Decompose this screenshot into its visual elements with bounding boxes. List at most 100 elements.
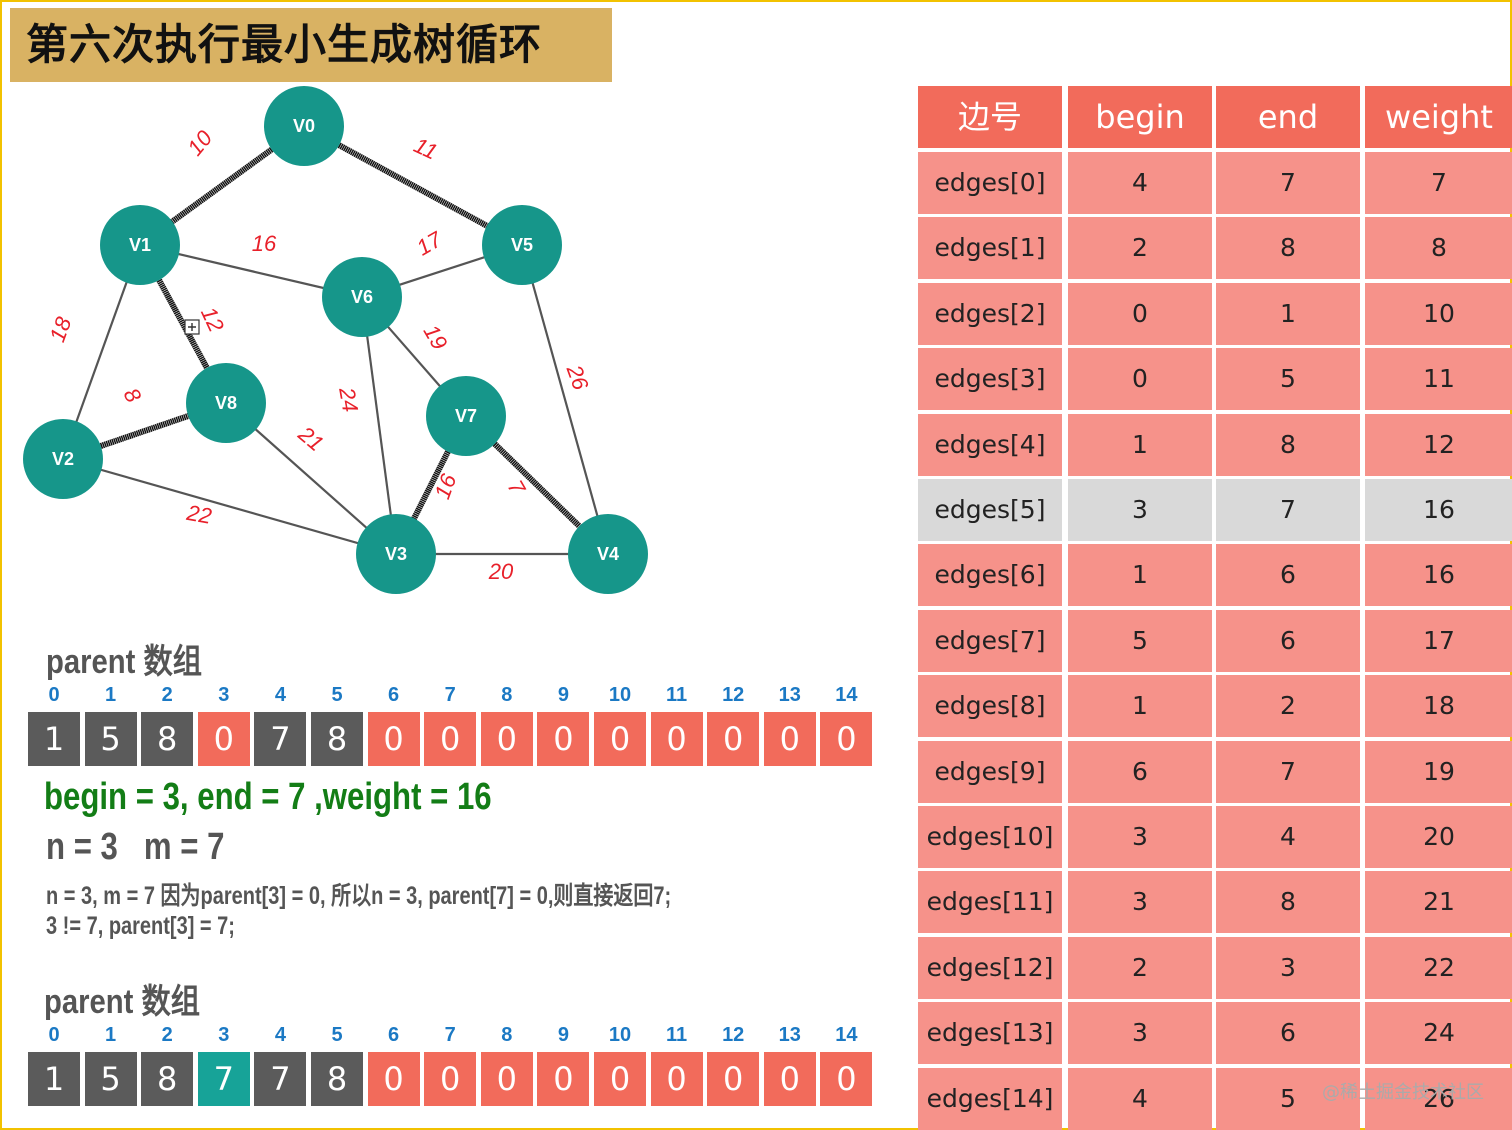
parent-cell: 0 (480, 1052, 533, 1106)
parent-array-label-before: parent 数组 (46, 643, 202, 681)
table-cell-edge-name: edges[11] (918, 871, 1062, 934)
table-cell: 17 (1365, 609, 1512, 672)
svg-text:V3: V3 (385, 544, 407, 564)
table-cell: 1 (1068, 413, 1212, 476)
graph-node-v0: V0 (264, 86, 344, 166)
parent-index-label: 10 (608, 684, 632, 706)
table-cell-edge-name: edges[14] (918, 1067, 1062, 1130)
parent-cell: 5 (84, 712, 137, 766)
table-cell: 26 (1365, 1067, 1512, 1130)
table-cell: 6 (1216, 1002, 1360, 1065)
parent-index-label: 9 (557, 1024, 569, 1046)
parent-cell: 8 (141, 712, 194, 766)
page-title: 第六次执行最小生成树循环 (10, 8, 612, 82)
parent-cell: 0 (820, 1052, 873, 1106)
parent-index-label: 13 (778, 1024, 801, 1046)
svg-text:V2: V2 (52, 449, 74, 469)
table-cell: 6 (1216, 609, 1360, 672)
table-cell: 2 (1068, 936, 1212, 999)
parent-index-label: 6 (388, 1024, 400, 1046)
edge-weight-label: 16 (252, 231, 277, 256)
parent-cell: 7 (254, 712, 307, 766)
parent-cell: 0 (707, 1052, 760, 1106)
parent-index-label: 3 (218, 1024, 230, 1046)
table-cell-edge-name: edges[2] (918, 282, 1062, 345)
table-cell: 7 (1365, 152, 1512, 214)
parent-index-label: 6 (388, 684, 400, 706)
parent-cell: 0 (424, 712, 477, 766)
parent-cell: 1 (28, 712, 80, 766)
graph-node-v8: V8 (186, 363, 266, 443)
parent-cell: 0 (763, 1052, 816, 1106)
table-cell: 24 (1365, 1002, 1512, 1065)
edge-weight-label: 11 (410, 132, 441, 164)
svg-text:V4: V4 (597, 544, 619, 564)
parent-cell: 8 (141, 1052, 194, 1106)
table-header-2: end (1216, 86, 1360, 148)
parent-index-label: 0 (48, 684, 60, 706)
graph-edge-v5-v4 (520, 244, 610, 555)
table-cell: 5 (1216, 1067, 1360, 1130)
table-cell: 3 (1068, 806, 1212, 868)
parent-cell: 7 (197, 1052, 250, 1106)
parent-index-label: 7 (444, 684, 456, 706)
graph-edge-v6-v3 (360, 296, 398, 555)
table-cell: 5 (1216, 348, 1360, 411)
edge-weight-label: 7 (503, 476, 531, 500)
table-cell-edge-name: edges[5] (918, 479, 1062, 541)
table-cell: 18 (1365, 675, 1512, 738)
edge-weight-label: 12 (196, 303, 229, 336)
table-cell-edge-name: edges[0] (918, 152, 1062, 214)
edge-weight-label: 26 (561, 361, 593, 394)
edge-weight-label: 18 (44, 313, 76, 345)
expand-icon (184, 319, 200, 335)
graph-node-v1: V1 (100, 205, 180, 285)
parent-index-label: 11 (666, 684, 688, 706)
edge-weight-label: 22 (184, 500, 213, 529)
table-cell-edge-name: edges[3] (918, 348, 1062, 411)
table-cell: 0 (1068, 282, 1212, 345)
parent-index-label: 1 (105, 684, 117, 706)
svg-text:V8: V8 (215, 393, 237, 413)
graph-node-v2: V2 (23, 419, 103, 499)
current-edge-line: begin = 3, end = 7 ,weight = 16 (44, 776, 492, 818)
table-cell: 20 (1365, 806, 1512, 868)
table-cell-edge-name: edges[4] (918, 413, 1062, 476)
table-cell-edge-name: edges[8] (918, 675, 1062, 738)
parent-index-label: 4 (274, 684, 286, 706)
graph-node-v4: V4 (568, 514, 648, 594)
parent-cell: 0 (537, 1052, 590, 1106)
parent-index-label: 11 (666, 1024, 688, 1046)
parent-cell: 8 (311, 712, 363, 766)
parent-cell: 1 (28, 1052, 80, 1106)
parent-cell: 0 (367, 712, 420, 766)
table-cell-edge-name: edges[9] (918, 740, 1062, 803)
parent-cell: 0 (367, 1052, 420, 1106)
parent-index-label: 14 (835, 1024, 858, 1046)
parent-index-label: 14 (835, 684, 858, 706)
table-cell: 0 (1068, 348, 1212, 411)
parent-cell: 0 (197, 712, 250, 766)
svg-text:V5: V5 (511, 235, 533, 255)
table-cell: 16 (1365, 479, 1512, 541)
explanation-line-1: n = 3, m = 7 因为parent[3] = 0, 所以n = 3, p… (46, 882, 672, 910)
table-cell-edge-name: edges[6] (918, 544, 1062, 607)
table-cell: 6 (1068, 740, 1212, 803)
parent-index-label: 8 (501, 684, 513, 706)
table-header-1: begin (1068, 86, 1212, 148)
parent-cell: 0 (480, 712, 533, 766)
table-cell: 1 (1068, 675, 1212, 738)
parent-cell: 5 (84, 1052, 137, 1106)
table-cell: 3 (1068, 479, 1212, 541)
table-cell: 1 (1068, 544, 1212, 607)
table-cell-edge-name: edges[12] (918, 936, 1062, 999)
parent-cell: 0 (594, 712, 646, 766)
parent-index-label: 5 (331, 684, 343, 706)
table-cell: 11 (1365, 348, 1512, 411)
table-cell: 3 (1216, 936, 1360, 999)
table-cell: 8 (1216, 217, 1360, 280)
parent-array-label-after: parent 数组 (44, 983, 200, 1021)
parent-cell: 8 (311, 1052, 363, 1106)
parent-index-label: 5 (331, 1024, 343, 1046)
